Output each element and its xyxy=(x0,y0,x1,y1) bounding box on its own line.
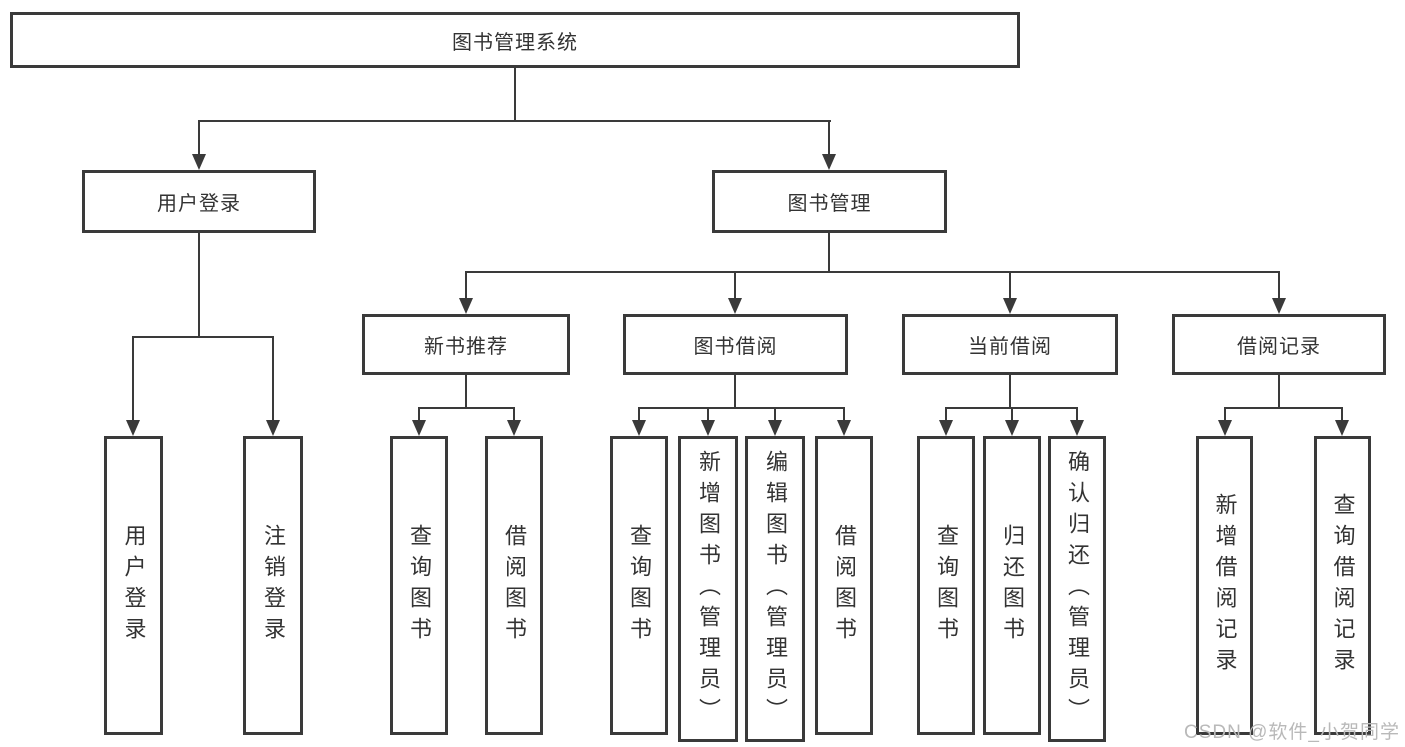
connector-root-branch xyxy=(198,120,831,122)
connector-leaf xyxy=(418,407,420,422)
connector-root-stub xyxy=(514,68,516,120)
leaf-label: 查询图书 xyxy=(627,523,652,648)
connector-borrow-records-stub xyxy=(1278,375,1280,407)
connector-to-book-management xyxy=(828,120,830,156)
node-label: 图书管理系统 xyxy=(452,31,578,54)
arrow-leaf xyxy=(1218,420,1232,436)
arrow-leaf xyxy=(837,420,851,436)
leaf-label: 查询图书 xyxy=(407,523,432,648)
leaf-logout-login: 注销登录 xyxy=(243,436,303,735)
node-user-login: 用户登录 xyxy=(82,170,316,233)
arrow-leaf xyxy=(1005,420,1019,436)
leaf-label: 新增借阅记录 xyxy=(1212,492,1238,679)
leaf-user-login: 用户登录 xyxy=(104,436,163,735)
arrow-to-user-login xyxy=(192,154,206,170)
connector-book-mgmt-branch xyxy=(465,271,1279,273)
arrow-leaf xyxy=(507,420,521,436)
arrow-leaf xyxy=(1335,420,1349,436)
leaf-borrow-books-recommend: 借阅图书 xyxy=(485,436,543,735)
arrow-leaf xyxy=(768,420,782,436)
connector-to-book-borrow xyxy=(734,271,736,300)
node-library-management-system: 图书管理系统 xyxy=(10,12,1020,68)
leaf-label: 用户登录 xyxy=(121,523,147,648)
leaf-query-borrow-record: 查询借阅记录 xyxy=(1314,436,1371,735)
connector-book-borrow-branch xyxy=(638,407,845,409)
connector-new-rec-branch xyxy=(418,407,515,409)
node-label: 图书借阅 xyxy=(693,336,778,358)
connector-to-leaf-user-login xyxy=(132,336,134,422)
connector-leaf xyxy=(945,407,947,422)
leaf-query-books-recommend: 查询图书 xyxy=(390,436,448,735)
node-label: 图书管理 xyxy=(787,193,872,215)
leaf-label: 注销登录 xyxy=(261,523,286,648)
node-borrow-records: 借阅记录 xyxy=(1172,314,1386,375)
leaf-add-borrow-record: 新增借阅记录 xyxy=(1196,436,1253,735)
connector-leaf xyxy=(513,407,515,422)
csdn-watermark: CSDN @软件_小贺同学 xyxy=(1184,722,1400,743)
connector-to-user-login xyxy=(198,120,200,156)
leaf-label: 借阅图书 xyxy=(832,523,857,648)
node-book-management: 图书管理 xyxy=(712,170,947,233)
arrow-leaf xyxy=(701,420,715,436)
leaf-query-books-current: 查询图书 xyxy=(917,436,975,735)
leaf-return-books: 归还图书 xyxy=(983,436,1041,735)
connector-new-rec-stub xyxy=(465,375,467,407)
arrow-to-book-borrow xyxy=(728,298,742,314)
leaf-label: 编辑图书（管理员） xyxy=(763,449,788,729)
connector-book-mgmt-stub xyxy=(828,233,830,271)
connector-borrow-records-branch xyxy=(1224,407,1343,409)
arrow-leaf xyxy=(632,420,646,436)
connector-leaf xyxy=(707,407,709,422)
arrow-leaf xyxy=(939,420,953,436)
connector-to-new-book-recommend xyxy=(465,271,467,300)
arrow-to-book-management xyxy=(822,154,836,170)
connector-leaf xyxy=(1341,407,1343,422)
leaf-label: 归还图书 xyxy=(1000,523,1025,648)
leaf-query-books-borrow: 查询图书 xyxy=(610,436,668,735)
node-new-book-recommend: 新书推荐 xyxy=(362,314,570,375)
connector-current-borrow-stub xyxy=(1009,375,1011,407)
leaf-label: 查询借阅记录 xyxy=(1330,492,1356,679)
arrow-to-current-borrow xyxy=(1003,298,1017,314)
node-label: 当前借阅 xyxy=(968,336,1052,358)
leaf-label: 新增图书（管理员） xyxy=(696,449,721,729)
connector-user-login-stub xyxy=(198,233,200,336)
connector-leaf xyxy=(774,407,776,422)
leaf-borrow-books: 借阅图书 xyxy=(815,436,873,735)
connector-leaf xyxy=(1011,407,1013,422)
connector-leaf xyxy=(843,407,845,422)
arrow-to-leaf-user-login xyxy=(126,420,140,436)
connector-leaf xyxy=(1224,407,1226,422)
leaf-edit-books-admin: 编辑图书（管理员） xyxy=(745,436,805,742)
arrow-to-new-book-recommend xyxy=(459,298,473,314)
connector-book-borrow-stub xyxy=(734,375,736,407)
node-label: 用户登录 xyxy=(157,193,241,215)
leaf-label: 借阅图书 xyxy=(502,523,527,648)
connector-to-leaf-logout xyxy=(272,336,274,422)
leaf-label: 查询图书 xyxy=(934,523,959,648)
connector-to-current-borrow xyxy=(1009,271,1011,300)
node-book-borrow: 图书借阅 xyxy=(623,314,848,375)
connector-user-login-branch xyxy=(132,336,274,338)
connector-to-borrow-records xyxy=(1278,271,1280,300)
connector-leaf xyxy=(638,407,640,422)
arrow-leaf xyxy=(1070,420,1084,436)
arrow-to-borrow-records xyxy=(1272,298,1286,314)
node-current-borrow: 当前借阅 xyxy=(902,314,1118,375)
node-label: 新书推荐 xyxy=(424,336,508,358)
leaf-confirm-return-admin: 确认归还（管理员） xyxy=(1048,436,1106,742)
leaf-add-books-admin: 新增图书（管理员） xyxy=(678,436,738,742)
leaf-label: 确认归还（管理员） xyxy=(1065,449,1090,729)
connector-leaf xyxy=(1076,407,1078,422)
node-label: 借阅记录 xyxy=(1237,336,1321,358)
arrow-leaf xyxy=(412,420,426,436)
arrow-to-leaf-logout xyxy=(266,420,280,436)
